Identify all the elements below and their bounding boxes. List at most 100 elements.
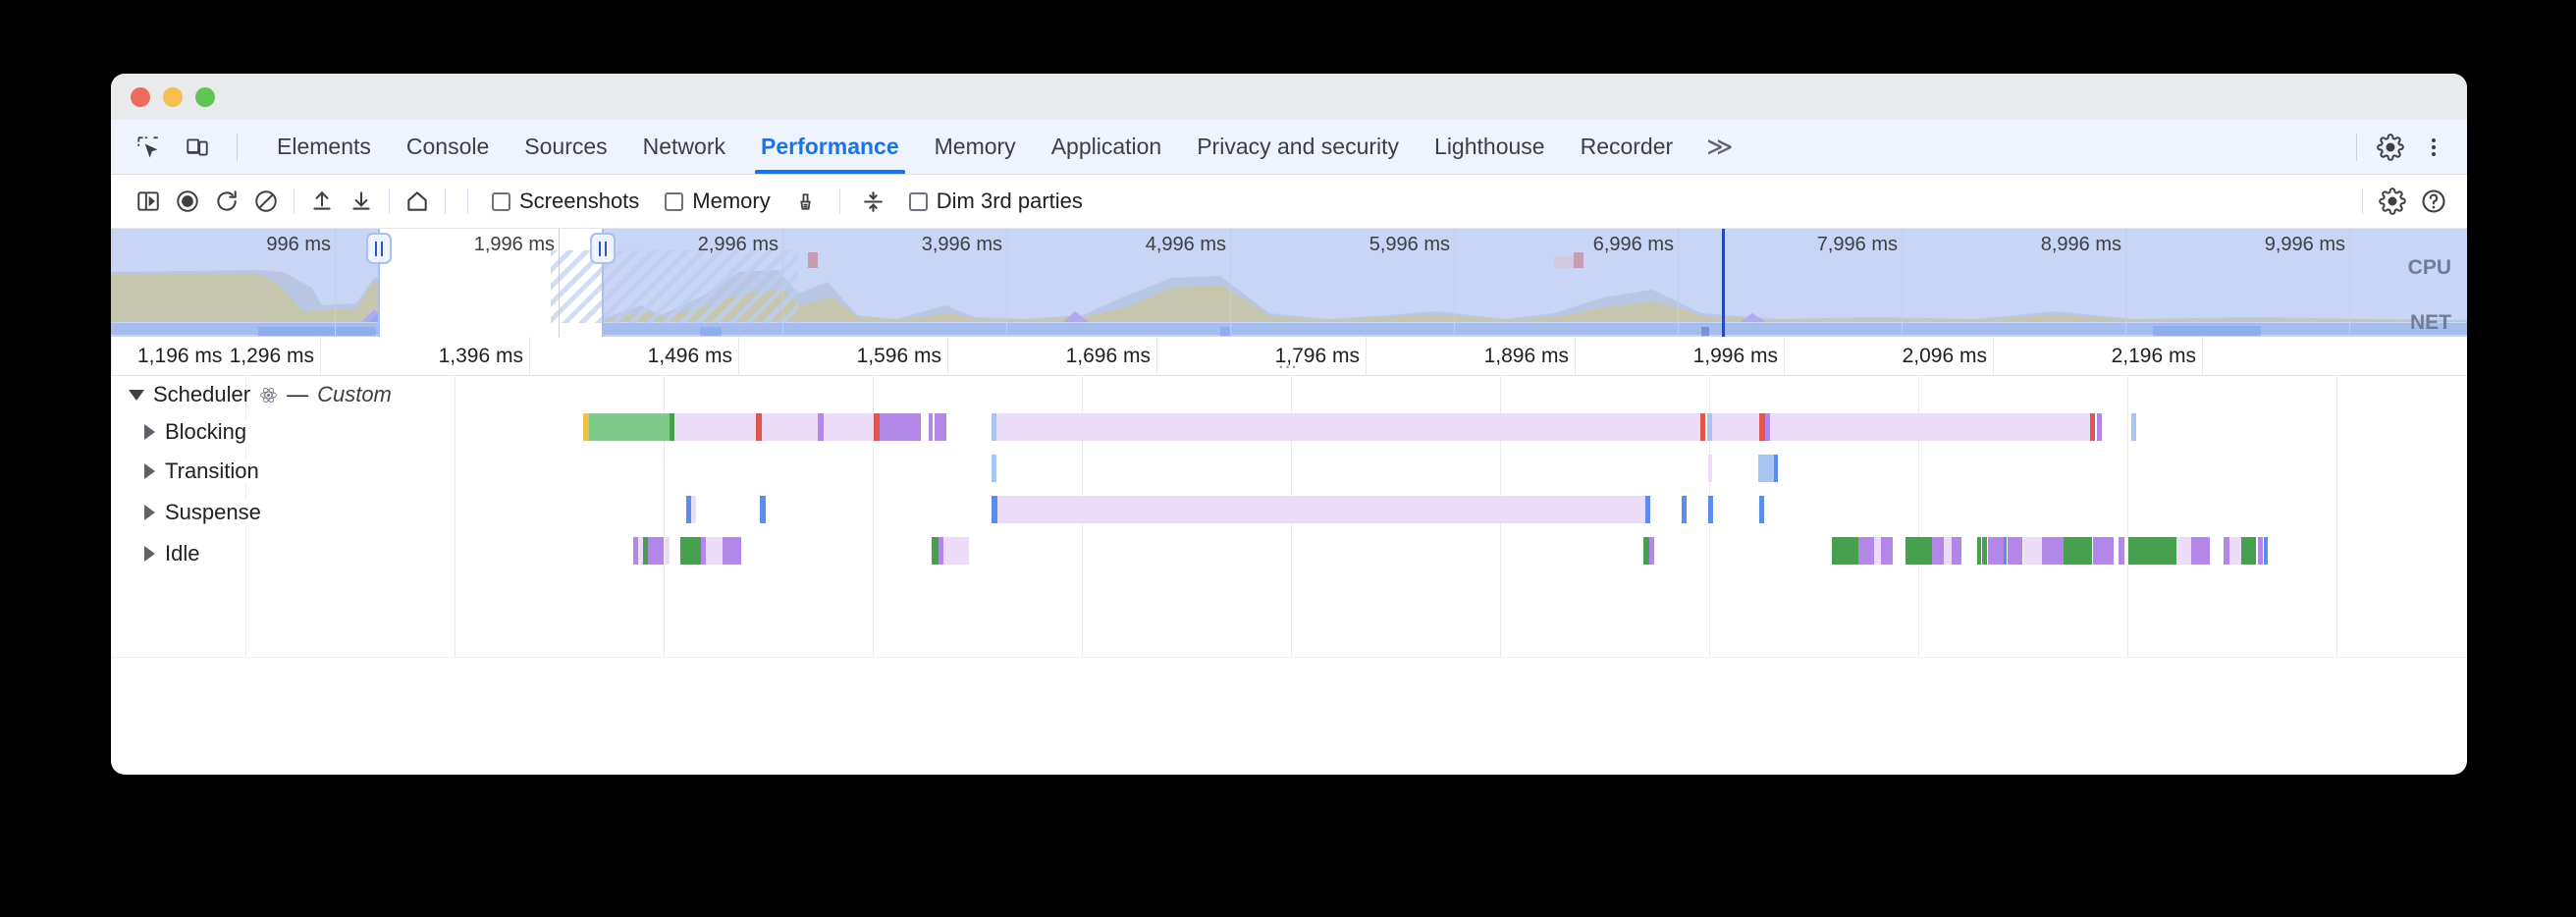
memory-checkbox-box[interactable] — [665, 191, 684, 211]
flame-segment-idle[interactable] — [2128, 537, 2176, 565]
flame-segment-idle[interactable] — [2223, 537, 2230, 565]
flame-segment-idle[interactable] — [2264, 537, 2269, 565]
memory-checkbox[interactable]: Memory — [655, 189, 779, 214]
collapse-vertical-icon[interactable] — [854, 182, 893, 221]
flame-segment-blocking[interactable] — [885, 413, 921, 441]
track-group-header-scheduler[interactable]: Scheduler — Custom — [111, 382, 392, 407]
flame-segment-idle[interactable] — [2119, 537, 2125, 565]
flame-segment-idle[interactable] — [638, 537, 643, 565]
chevron-right-icon[interactable] — [144, 505, 155, 520]
flame-segment-blocking[interactable] — [873, 413, 881, 441]
flame-segment-idle[interactable] — [2175, 537, 2192, 565]
kebab-menu-icon[interactable] — [2414, 128, 2453, 167]
tab-recorder[interactable]: Recorder — [1580, 134, 1674, 159]
tab-elements[interactable]: Elements — [277, 134, 371, 159]
flame-segment-blocking[interactable] — [674, 413, 756, 441]
flame-segment-suspense[interactable] — [1644, 496, 1650, 523]
flame-segment-blocking[interactable] — [991, 413, 996, 441]
sidebar-panel-icon[interactable] — [129, 182, 168, 221]
flame-segment-idle[interactable] — [680, 537, 701, 565]
download-arrow-icon[interactable] — [342, 182, 381, 221]
flame-segment-blocking[interactable] — [2131, 413, 2137, 441]
flame-segment-idle[interactable] — [2022, 537, 2043, 565]
flame-segment-idle[interactable] — [722, 537, 741, 565]
flame-segment-suspense[interactable] — [1681, 496, 1687, 523]
flame-segment-blocking[interactable] — [823, 413, 874, 441]
chevron-down-icon[interactable] — [129, 389, 144, 401]
flame-segment-idle[interactable] — [2191, 537, 2210, 565]
more-tabs-chevron-icon[interactable]: ≫ — [1706, 132, 1734, 161]
inspect-element-icon[interactable] — [129, 128, 168, 167]
flame-segment-blocking[interactable] — [1764, 413, 1770, 441]
gear-icon[interactable] — [2373, 182, 2412, 221]
flame-segment-suspense[interactable] — [690, 496, 696, 523]
flame-segment-idle[interactable] — [1880, 537, 1894, 565]
flame-segment-blocking[interactable] — [928, 413, 934, 441]
flame-segment-suspense[interactable] — [759, 496, 766, 523]
flame-segment-blocking[interactable] — [1769, 413, 2091, 441]
flame-segment-idle[interactable] — [1952, 537, 1962, 565]
dim-3rd-parties-checkbox-box[interactable] — [908, 191, 928, 211]
flame-segment-blocking[interactable] — [935, 413, 947, 441]
flame-segment-idle[interactable] — [1831, 537, 1858, 565]
flame-segment-idle[interactable] — [1943, 537, 1953, 565]
tab-application[interactable]: Application — [1050, 134, 1162, 159]
tab-console[interactable]: Console — [405, 134, 490, 159]
flame-segment-blocking[interactable] — [1711, 413, 1760, 441]
screenshots-checkbox-box[interactable] — [492, 191, 510, 211]
pane-resize-handle[interactable]: ⋯ — [1277, 356, 1301, 378]
flame-chart[interactable]: Scheduler — Custom Blocking Transition — [111, 376, 2467, 710]
flame-segment-idle[interactable] — [1873, 537, 1881, 565]
flame-segment-idle[interactable] — [1648, 537, 1654, 565]
tab-lighthouse[interactable]: Lighthouse — [1434, 134, 1545, 159]
flame-segment-blocking[interactable] — [589, 413, 671, 441]
flame-segment-idle[interactable] — [939, 537, 943, 565]
flame-segment-idle[interactable] — [642, 537, 648, 565]
track-row-suspense[interactable]: Suspense — [111, 500, 261, 525]
flame-segment-idle[interactable] — [1932, 537, 1944, 565]
clear-slash-circle-icon[interactable] — [246, 182, 286, 221]
overview-selection-left-edge[interactable] — [378, 229, 380, 337]
timeline-overview[interactable]: 996 ms 1,996 ms 2,996 ms 3,996 ms 4,996 … — [111, 229, 2467, 337]
flame-segment-blocking[interactable] — [1706, 413, 1712, 441]
flame-segments-layer[interactable] — [111, 376, 2467, 657]
detail-timeline-ruler[interactable]: 1,196 ms 1,296 ms 1,396 ms 1,496 ms 1,59… — [111, 337, 2467, 378]
flame-segment-blocking[interactable] — [1759, 413, 1766, 441]
flame-segment-blocking[interactable] — [670, 413, 675, 441]
maximize-window-button[interactable] — [195, 86, 215, 107]
flame-segment-idle[interactable] — [705, 537, 723, 565]
chevron-right-icon[interactable] — [144, 546, 155, 562]
flame-segment-idle[interactable] — [648, 537, 664, 565]
close-window-button[interactable] — [131, 86, 150, 107]
flame-segment-transition[interactable] — [1707, 455, 1712, 482]
tab-performance[interactable]: Performance — [743, 120, 917, 174]
track-row-transition[interactable]: Transition — [111, 458, 259, 484]
flame-segment-idle[interactable] — [2092, 537, 2114, 565]
flame-segment-blocking[interactable] — [755, 413, 763, 441]
flame-segment-idle[interactable] — [1643, 537, 1649, 565]
tab-privacy-and-security[interactable]: Privacy and security — [1197, 134, 1400, 159]
flame-segment-blocking[interactable] — [582, 413, 589, 441]
flame-segment-idle[interactable] — [2229, 537, 2241, 565]
garbage-collect-brush-icon[interactable] — [786, 182, 826, 221]
flame-segment-blocking[interactable] — [1699, 413, 1706, 441]
tab-network[interactable]: Network — [642, 134, 725, 159]
flame-segment-blocking[interactable] — [880, 413, 886, 441]
flame-segment-blocking[interactable] — [817, 413, 824, 441]
flame-segment-transition[interactable] — [991, 455, 996, 482]
overview-right-handle[interactable] — [590, 233, 616, 264]
reload-arrow-icon[interactable] — [207, 182, 246, 221]
flame-segment-idle[interactable] — [1976, 537, 1981, 565]
flame-segment-blocking[interactable] — [2096, 413, 2103, 441]
flame-segment-idle[interactable] — [2042, 537, 2064, 565]
flame-segment-idle[interactable] — [942, 537, 969, 565]
flame-segment-idle[interactable] — [2258, 537, 2263, 565]
track-row-blocking[interactable]: Blocking — [111, 419, 247, 445]
minimize-window-button[interactable] — [163, 86, 183, 107]
flame-segment-blocking[interactable] — [995, 413, 1700, 441]
flame-segment-suspense[interactable] — [1759, 496, 1765, 523]
help-question-icon[interactable] — [2414, 182, 2453, 221]
flame-segment-suspense[interactable] — [997, 496, 1646, 523]
flame-segment-idle[interactable] — [665, 537, 670, 565]
flame-segment-idle[interactable] — [1988, 537, 2004, 565]
